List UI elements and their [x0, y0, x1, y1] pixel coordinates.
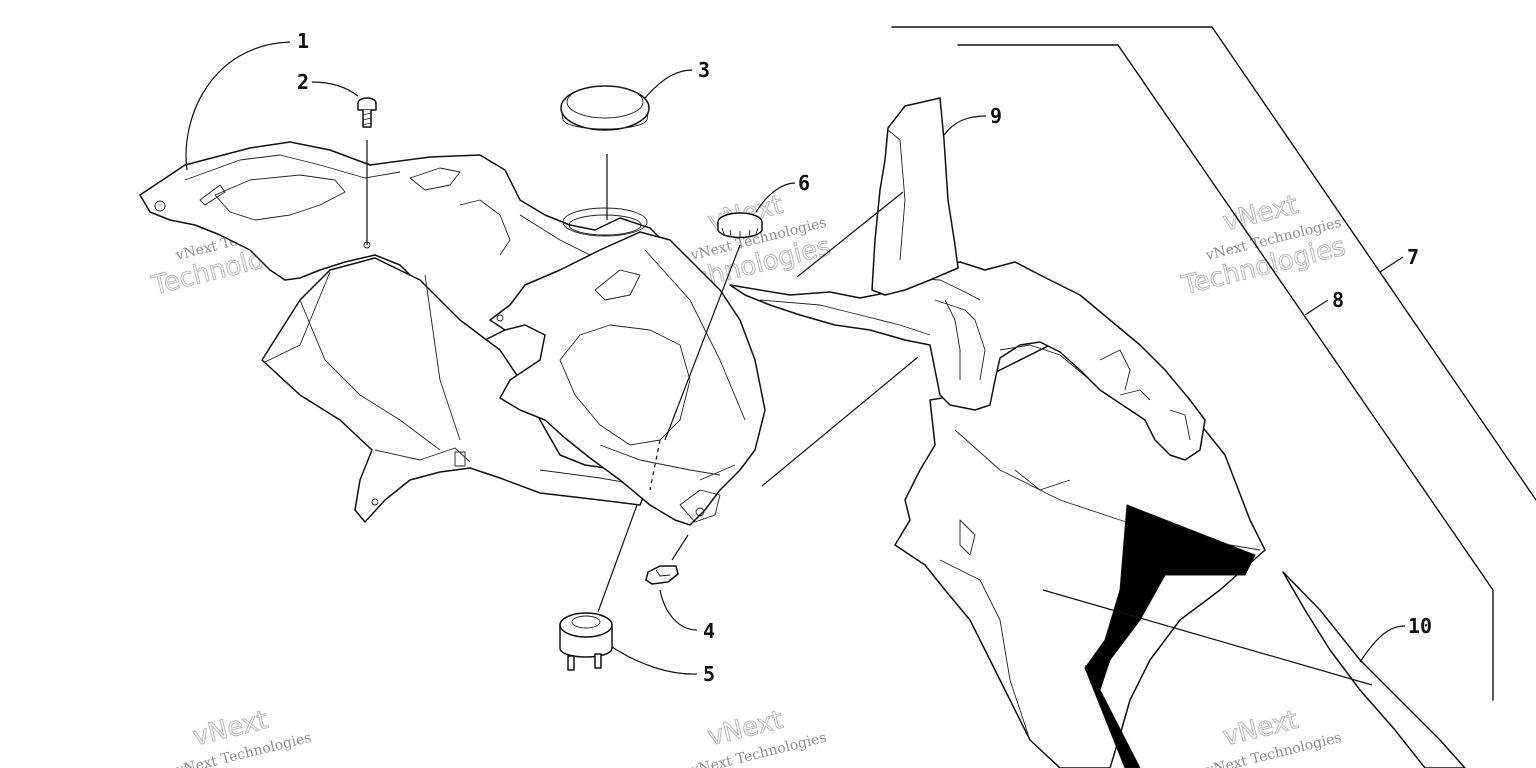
leader-lines	[185, 41, 1406, 675]
part-9-panel	[871, 97, 959, 296]
watermark-5: vNext vNext Technologies	[688, 704, 828, 768]
watermark-4: vNext vNext Technologies	[173, 704, 313, 768]
callout-6: 6	[798, 171, 810, 195]
callout-8: 8	[1332, 288, 1344, 312]
guide-lines	[366, 140, 1373, 686]
callout-9: 9	[990, 104, 1002, 128]
part-10-strip	[1282, 571, 1466, 768]
center-dash-panel	[489, 231, 766, 526]
callout-7: 7	[1407, 245, 1419, 269]
upper-vent-bracket	[729, 261, 1206, 461]
part-3-ring	[560, 85, 650, 131]
watermark-3: vNext vNext Technologies Technologies	[1178, 189, 1349, 301]
watermark-6: vNext vNext Technologies	[1203, 704, 1343, 768]
callout-2: 2	[297, 70, 309, 94]
part-2-screw	[357, 97, 377, 128]
part-6-knob	[717, 212, 763, 239]
part-5-switch	[559, 612, 613, 671]
part-4-clip	[645, 565, 679, 585]
callout-10: 10	[1408, 614, 1432, 638]
callout-5: 5	[703, 662, 715, 686]
callout-labels: 1 2 3 4 5 6 7 8 9 10	[297, 29, 1432, 686]
callout-3: 3	[698, 58, 710, 82]
callout-4: 4	[703, 619, 715, 643]
lower-side-panel	[261, 257, 651, 523]
callout-1: 1	[297, 29, 309, 53]
part-8-trim-strip	[957, 44, 1494, 701]
part-7-trim-strip	[891, 26, 1536, 501]
